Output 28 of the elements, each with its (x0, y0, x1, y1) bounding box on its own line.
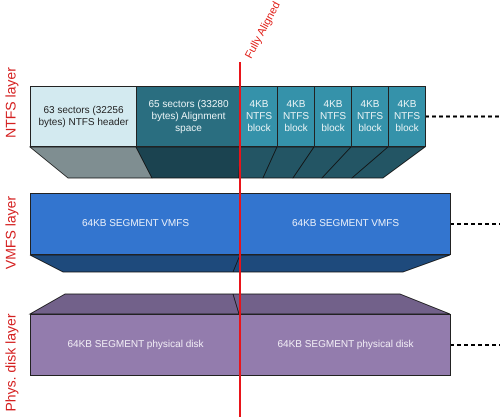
segment-box (388, 86, 426, 147)
segment-label: 63 sectors (32256 bytes) NTFS header (37, 104, 130, 128)
layer-label: Phys. disk layer (2, 312, 20, 414)
layer-label: VMFS layer (2, 194, 20, 272)
segment-box (30, 314, 241, 376)
segment-label: 4KB NTFS block (318, 98, 348, 134)
segment-box (30, 86, 137, 147)
layer-label: NTFS layer (2, 66, 20, 140)
segment-label: 64KB SEGMENT physical disk (276, 339, 414, 351)
segment-label: 64KB SEGMENT VMFS (80, 218, 190, 230)
dotted-line (425, 116, 500, 118)
segment-label: 64KB SEGMENT VMFS (290, 218, 400, 230)
segment-box (277, 86, 315, 147)
dotted-line (450, 344, 500, 346)
segment-box (314, 86, 352, 147)
segment-box (240, 86, 278, 147)
segment-box (240, 193, 451, 255)
segment-label: 4KB NTFS block (244, 98, 274, 134)
segment-box (351, 86, 389, 147)
segment-box (240, 314, 451, 376)
segment-label: 65 sectors (33280 bytes) Alignment space (147, 98, 230, 134)
segment-label: 4KB NTFS block (392, 98, 422, 134)
segment-label: 4KB NTFS block (282, 98, 310, 134)
dotted-line (450, 223, 500, 225)
segment-box (30, 193, 241, 255)
segment-label: 64KB SEGMENT physical disk (66, 339, 204, 351)
segment-label: 4KB NTFS block (356, 98, 384, 134)
segment-box (136, 86, 241, 147)
